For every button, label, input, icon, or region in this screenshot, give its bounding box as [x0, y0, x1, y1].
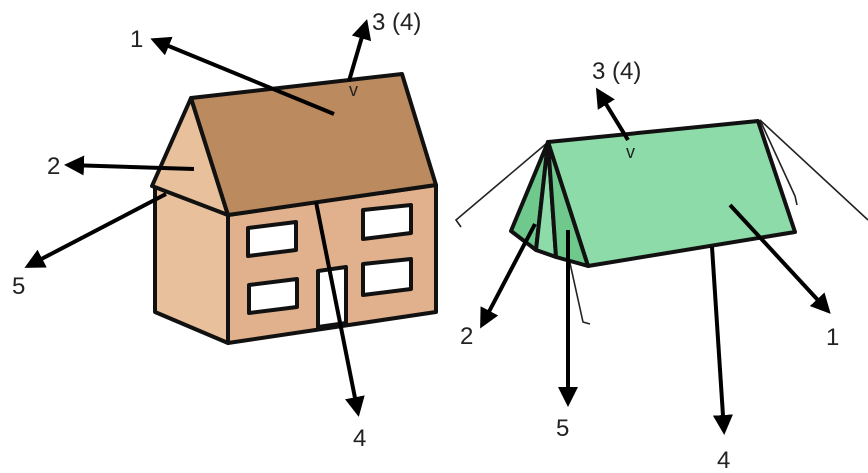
tent-label-5: 5 — [556, 415, 569, 442]
house-label-2: 2 — [47, 153, 60, 180]
tent-ridge-mark: v — [626, 142, 635, 162]
tent-side — [546, 119, 797, 268]
house-roof — [189, 72, 438, 217]
house-window — [361, 203, 413, 241]
tent-guy-rope — [454, 142, 548, 228]
house-ridge-mark: v — [349, 80, 358, 100]
house-label-3: 3 (4) — [372, 9, 421, 36]
tent-label-1: 1 — [826, 324, 839, 351]
tent-arrow-4 — [710, 246, 733, 435]
tent-arrow-2 — [480, 223, 537, 329]
tent-guy-rope — [759, 119, 798, 206]
house-window — [247, 277, 299, 315]
house-arrow-3 — [347, 19, 372, 82]
house-label-4: 4 — [353, 425, 366, 452]
house: v 1 2 3 (4) 4 5 — [12, 9, 438, 452]
house-window — [246, 220, 298, 258]
house-window — [361, 257, 413, 297]
house-label-1: 1 — [130, 26, 143, 53]
tent-arrow-1 — [728, 203, 831, 314]
house-arrow-1 — [150, 36, 335, 116]
tent-arrow-3 — [595, 87, 630, 142]
house-arrow-5 — [24, 192, 167, 268]
house-arrow-4 — [314, 201, 365, 417]
tent-front-flap — [546, 140, 590, 268]
tent-guy-rope — [759, 119, 868, 221]
house-label-5: 5 — [12, 273, 25, 300]
tent-label-3: 3 (4) — [592, 58, 641, 85]
tent-label-2: 2 — [460, 323, 473, 350]
tent: v 1 2 3 (4) 4 5 — [454, 58, 868, 473]
house-arrow-2 — [64, 155, 195, 176]
tent-label-4: 4 — [717, 447, 730, 473]
